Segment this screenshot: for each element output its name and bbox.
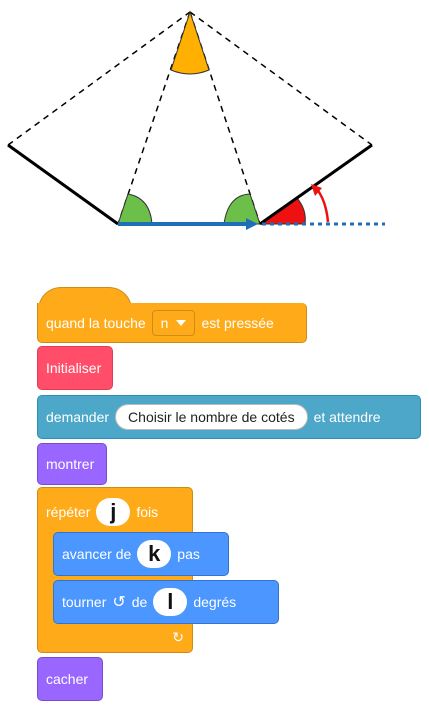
turn-middle: de [131, 594, 148, 610]
dashed-edge-left [7, 11, 191, 146]
key-value: n [160, 314, 169, 331]
turn-prefix: tourner [62, 594, 107, 610]
hide-label: cacher [46, 671, 89, 687]
rotation-arrow [315, 187, 330, 223]
rotation-arrowhead [311, 184, 322, 196]
show-label: montrer [46, 456, 95, 472]
dashed-edge-right [189, 11, 373, 146]
rotate-left-icon: ↺ [112, 594, 126, 611]
turn-suffix: degrés [193, 594, 237, 610]
move-prefix: avancer de [62, 546, 132, 562]
chevron-down-icon [176, 319, 187, 326]
solid-edge-left [7, 143, 119, 226]
hat-suffix: est pressée [201, 314, 274, 331]
loop-arrow-icon: ↻ [172, 629, 184, 645]
direction-vector-arrowhead [246, 218, 258, 230]
hat-prefix: quand la touche [46, 314, 146, 331]
ask-suffix: et attendre [313, 409, 381, 425]
move-suffix: pas [177, 546, 200, 562]
hat-block[interactable]: quand la touche n est pressée [37, 303, 307, 343]
initialiser-label: Initialiser [46, 360, 102, 376]
polygon-angle-figure [7, 10, 385, 230]
repeat-suffix: fois [136, 504, 159, 520]
move-block[interactable]: avancer de k pas [53, 532, 229, 576]
solid-edge-right [259, 143, 373, 226]
move-steps-input[interactable]: k [137, 540, 172, 568]
initialiser-block[interactable]: Initialiser [37, 346, 113, 390]
apex-angle [170, 10, 210, 75]
show-block[interactable]: montrer [37, 443, 107, 485]
hide-block[interactable]: cacher [37, 657, 103, 701]
turn-block[interactable]: tourner ↺ de l degrés [53, 580, 279, 624]
repeat-count-input[interactable]: j [96, 498, 131, 526]
base-angle-left [117, 193, 153, 225]
question-input[interactable]: Choisir le nombre de cotés [115, 404, 308, 430]
ask-prefix: demander [46, 409, 110, 425]
turn-degrees-input[interactable]: l [153, 588, 188, 616]
key-dropdown[interactable]: n [151, 309, 196, 336]
repeat-prefix: répéter [46, 504, 91, 520]
ask-block[interactable]: demander Choisir le nombre de cotés et a… [37, 395, 421, 439]
base-angle-right [223, 193, 261, 225]
